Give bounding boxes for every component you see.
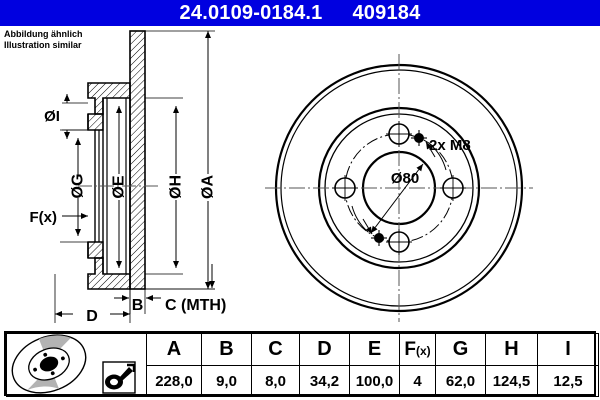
illustration-note: Abbildung ähnlich Illustration similar — [4, 29, 83, 50]
bolt-hole — [332, 175, 358, 201]
table-header-fx-base: F — [404, 339, 416, 360]
spec-table-container: A B C D E F(x) G H I 228,0 9,0 8,0 34,2 … — [4, 331, 599, 397]
table-header-g: G — [435, 333, 486, 366]
label-dia-h: ØH — [168, 175, 185, 199]
friction-ring-section — [129, 30, 146, 290]
table-value-a: 228,0 — [146, 365, 202, 397]
table-row-headers: A B C D E F(x) G H I — [6, 333, 599, 397]
table-header-d: D — [299, 333, 350, 366]
cross-section-view: ØI ØG ØE — [30, 30, 226, 325]
note-line-de: Abbildung ähnlich — [4, 29, 83, 39]
table-header-i: I — [537, 333, 599, 366]
header-bar: 24.0109-0184.1 409184 — [0, 0, 600, 26]
dimension-dia-e: ØE — [107, 97, 130, 275]
table-value-b: 9,0 — [201, 365, 252, 397]
thread-hole-m8 — [371, 230, 387, 246]
label-c-mth: C (MTH) — [165, 297, 226, 314]
thread-hole-m8 — [411, 130, 427, 146]
reference-number: 409184 — [352, 2, 421, 24]
table-value-g: 62,0 — [435, 365, 486, 397]
spec-table: A B C D E F(x) G H I 228,0 9,0 8,0 34,2 … — [6, 333, 599, 397]
table-header-fx-sub: (x) — [415, 344, 431, 358]
table-value-fx: 4 — [399, 365, 436, 397]
table-header-fx: F(x) — [399, 333, 436, 366]
table-header-c: C — [251, 333, 300, 366]
pictogram-svg — [11, 334, 136, 394]
label-dia-g: ØG — [70, 174, 87, 199]
label-dia-e: ØE — [111, 175, 128, 198]
dimension-dia-a: ØA — [145, 30, 217, 290]
label-dia-i: ØI — [44, 108, 60, 125]
label-b: B — [132, 297, 144, 314]
brake-disc-3d-icon — [11, 334, 87, 394]
thread-leader-line-bottom — [362, 218, 373, 235]
table-value-d: 34,2 — [299, 365, 350, 397]
table-header-h: H — [485, 333, 538, 366]
pictogram-cell — [6, 333, 147, 397]
dimension-d: D — [54, 274, 131, 325]
dimension-c-mth: C (MTH) — [145, 264, 226, 314]
table-header-a: A — [146, 333, 202, 366]
table-header-b: B — [201, 333, 252, 366]
table-header-e: E — [349, 333, 400, 366]
dimension-dia-g: ØG — [60, 129, 88, 243]
bolt-hole — [440, 175, 466, 201]
bolt-hole — [386, 229, 412, 255]
label-thread-m8: 2x M8 — [429, 137, 471, 154]
label-fx: F(x) — [30, 209, 58, 226]
dimension-dia-h: ØH — [145, 97, 185, 275]
dimension-b: B — [114, 289, 161, 314]
table-value-i: 12,5 — [537, 365, 599, 397]
dimension-dia-i: ØI — [44, 94, 88, 139]
table-value-h: 124,5 — [485, 365, 538, 397]
note-line-en: Illustration similar — [4, 39, 82, 50]
technical-drawing: ØI ØG ØE — [30, 30, 533, 325]
thread-leader-line-top — [425, 141, 436, 158]
table-value-c: 8,0 — [251, 365, 300, 397]
table-value-e: 100,0 — [349, 365, 400, 397]
front-view: 2x M8 Ø80 — [265, 54, 533, 322]
table-row-values: 228,0 9,0 8,0 34,2 100,0 4 62,0 124,5 12… — [7, 365, 599, 397]
bolt-circle-dimension-line — [370, 163, 424, 234]
dimension-fx: F(x) — [30, 209, 88, 226]
label-dia-a: ØA — [200, 175, 217, 199]
part-code: 24.0109-0184.1 — [179, 2, 323, 24]
bolt-hole — [386, 121, 412, 147]
label-d: D — [86, 308, 98, 325]
label-bolt-circle: Ø80 — [391, 170, 419, 187]
caliper-measure-icon — [102, 361, 136, 394]
